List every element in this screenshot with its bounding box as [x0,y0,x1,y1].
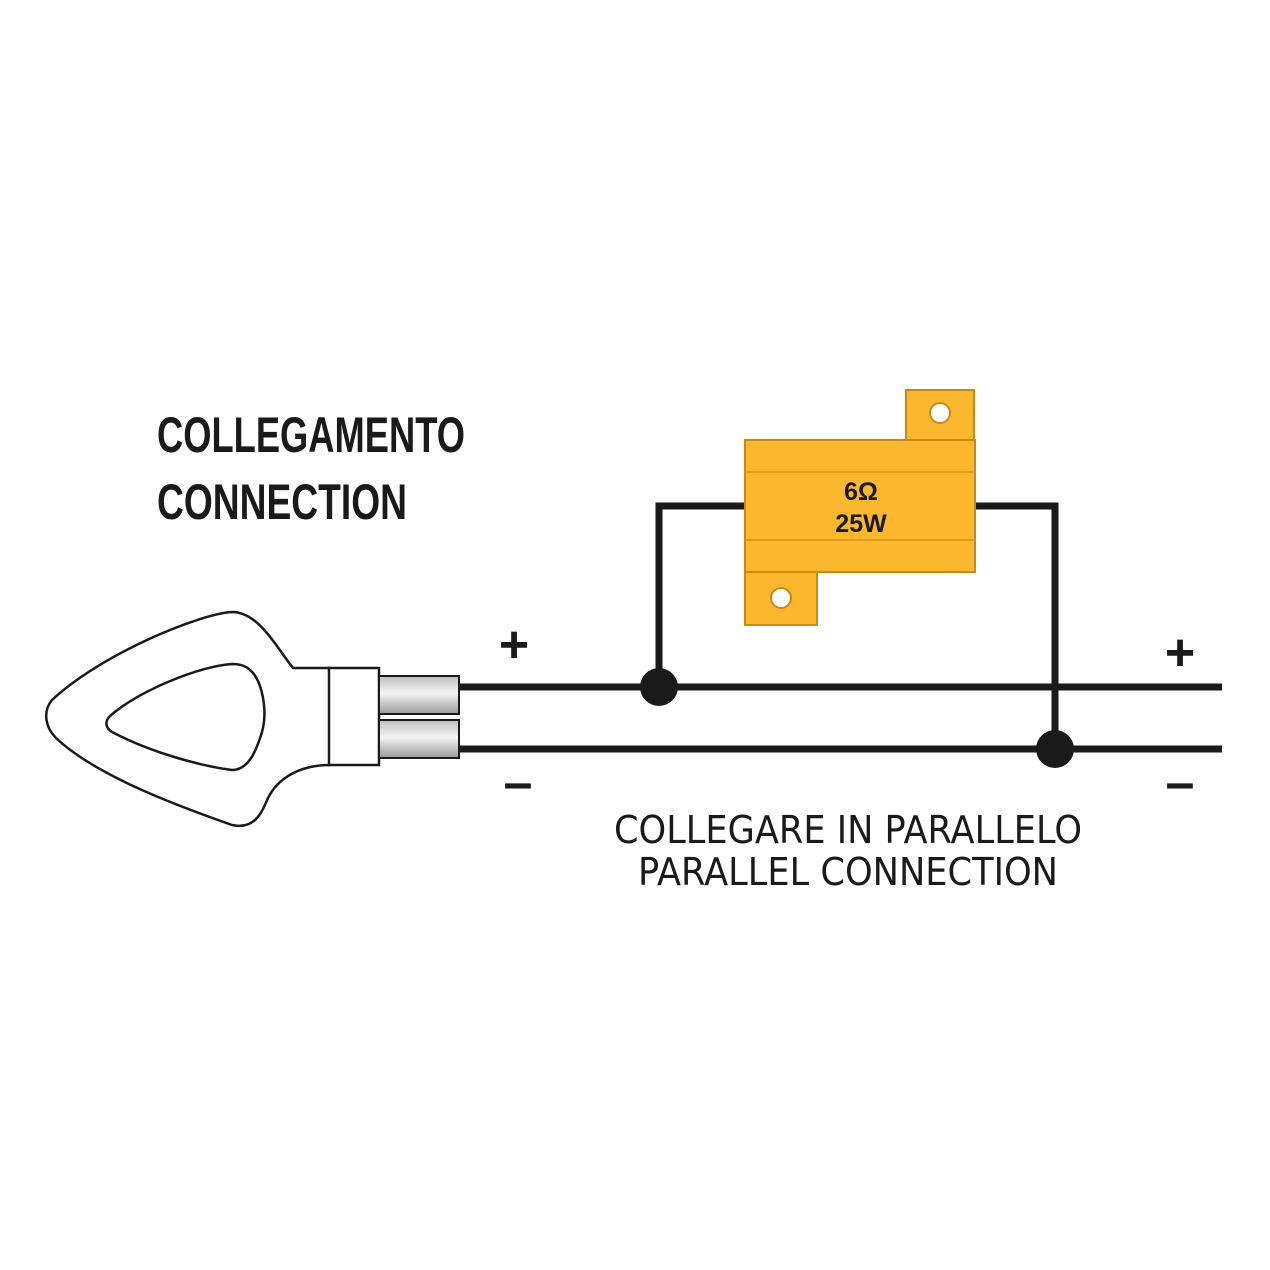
caption-line-1: COLLEGARE IN PARALLELO [614,808,1082,852]
resistor-tab-top [905,389,975,446]
indicator-collar [327,666,381,767]
connector-positive [378,675,460,715]
resistor-power-label: 25W [835,510,887,538]
resistor-lead-left [655,502,748,687]
turn-signal-indicator-icon [44,610,460,828]
left-negative-sign: – [504,754,533,812]
right-negative-sign: – [1166,754,1195,812]
resistor-mount-hole-bottom [770,587,792,609]
wire-junction-dot-icon [1036,730,1074,768]
resistor-resistance-label: 6Ω [844,478,878,506]
resistor-mount-hole-top [929,402,951,424]
wires [459,502,1222,753]
indicator-lens [105,662,266,772]
connector-negative [378,719,460,759]
resistor-body [744,439,976,573]
diagram-title-line-2: CONNECTION [157,474,407,530]
left-positive-sign: + [499,616,529,674]
right-positive-sign: + [1165,624,1195,682]
resistor-lead-right [975,502,1059,749]
caption-line-2: PARALLEL CONNECTION [638,850,1058,894]
load-resistor [744,389,976,626]
wire-junction-dot-icon [640,668,678,706]
diagram-title-line-1: COLLEGAMENTO [157,407,465,463]
